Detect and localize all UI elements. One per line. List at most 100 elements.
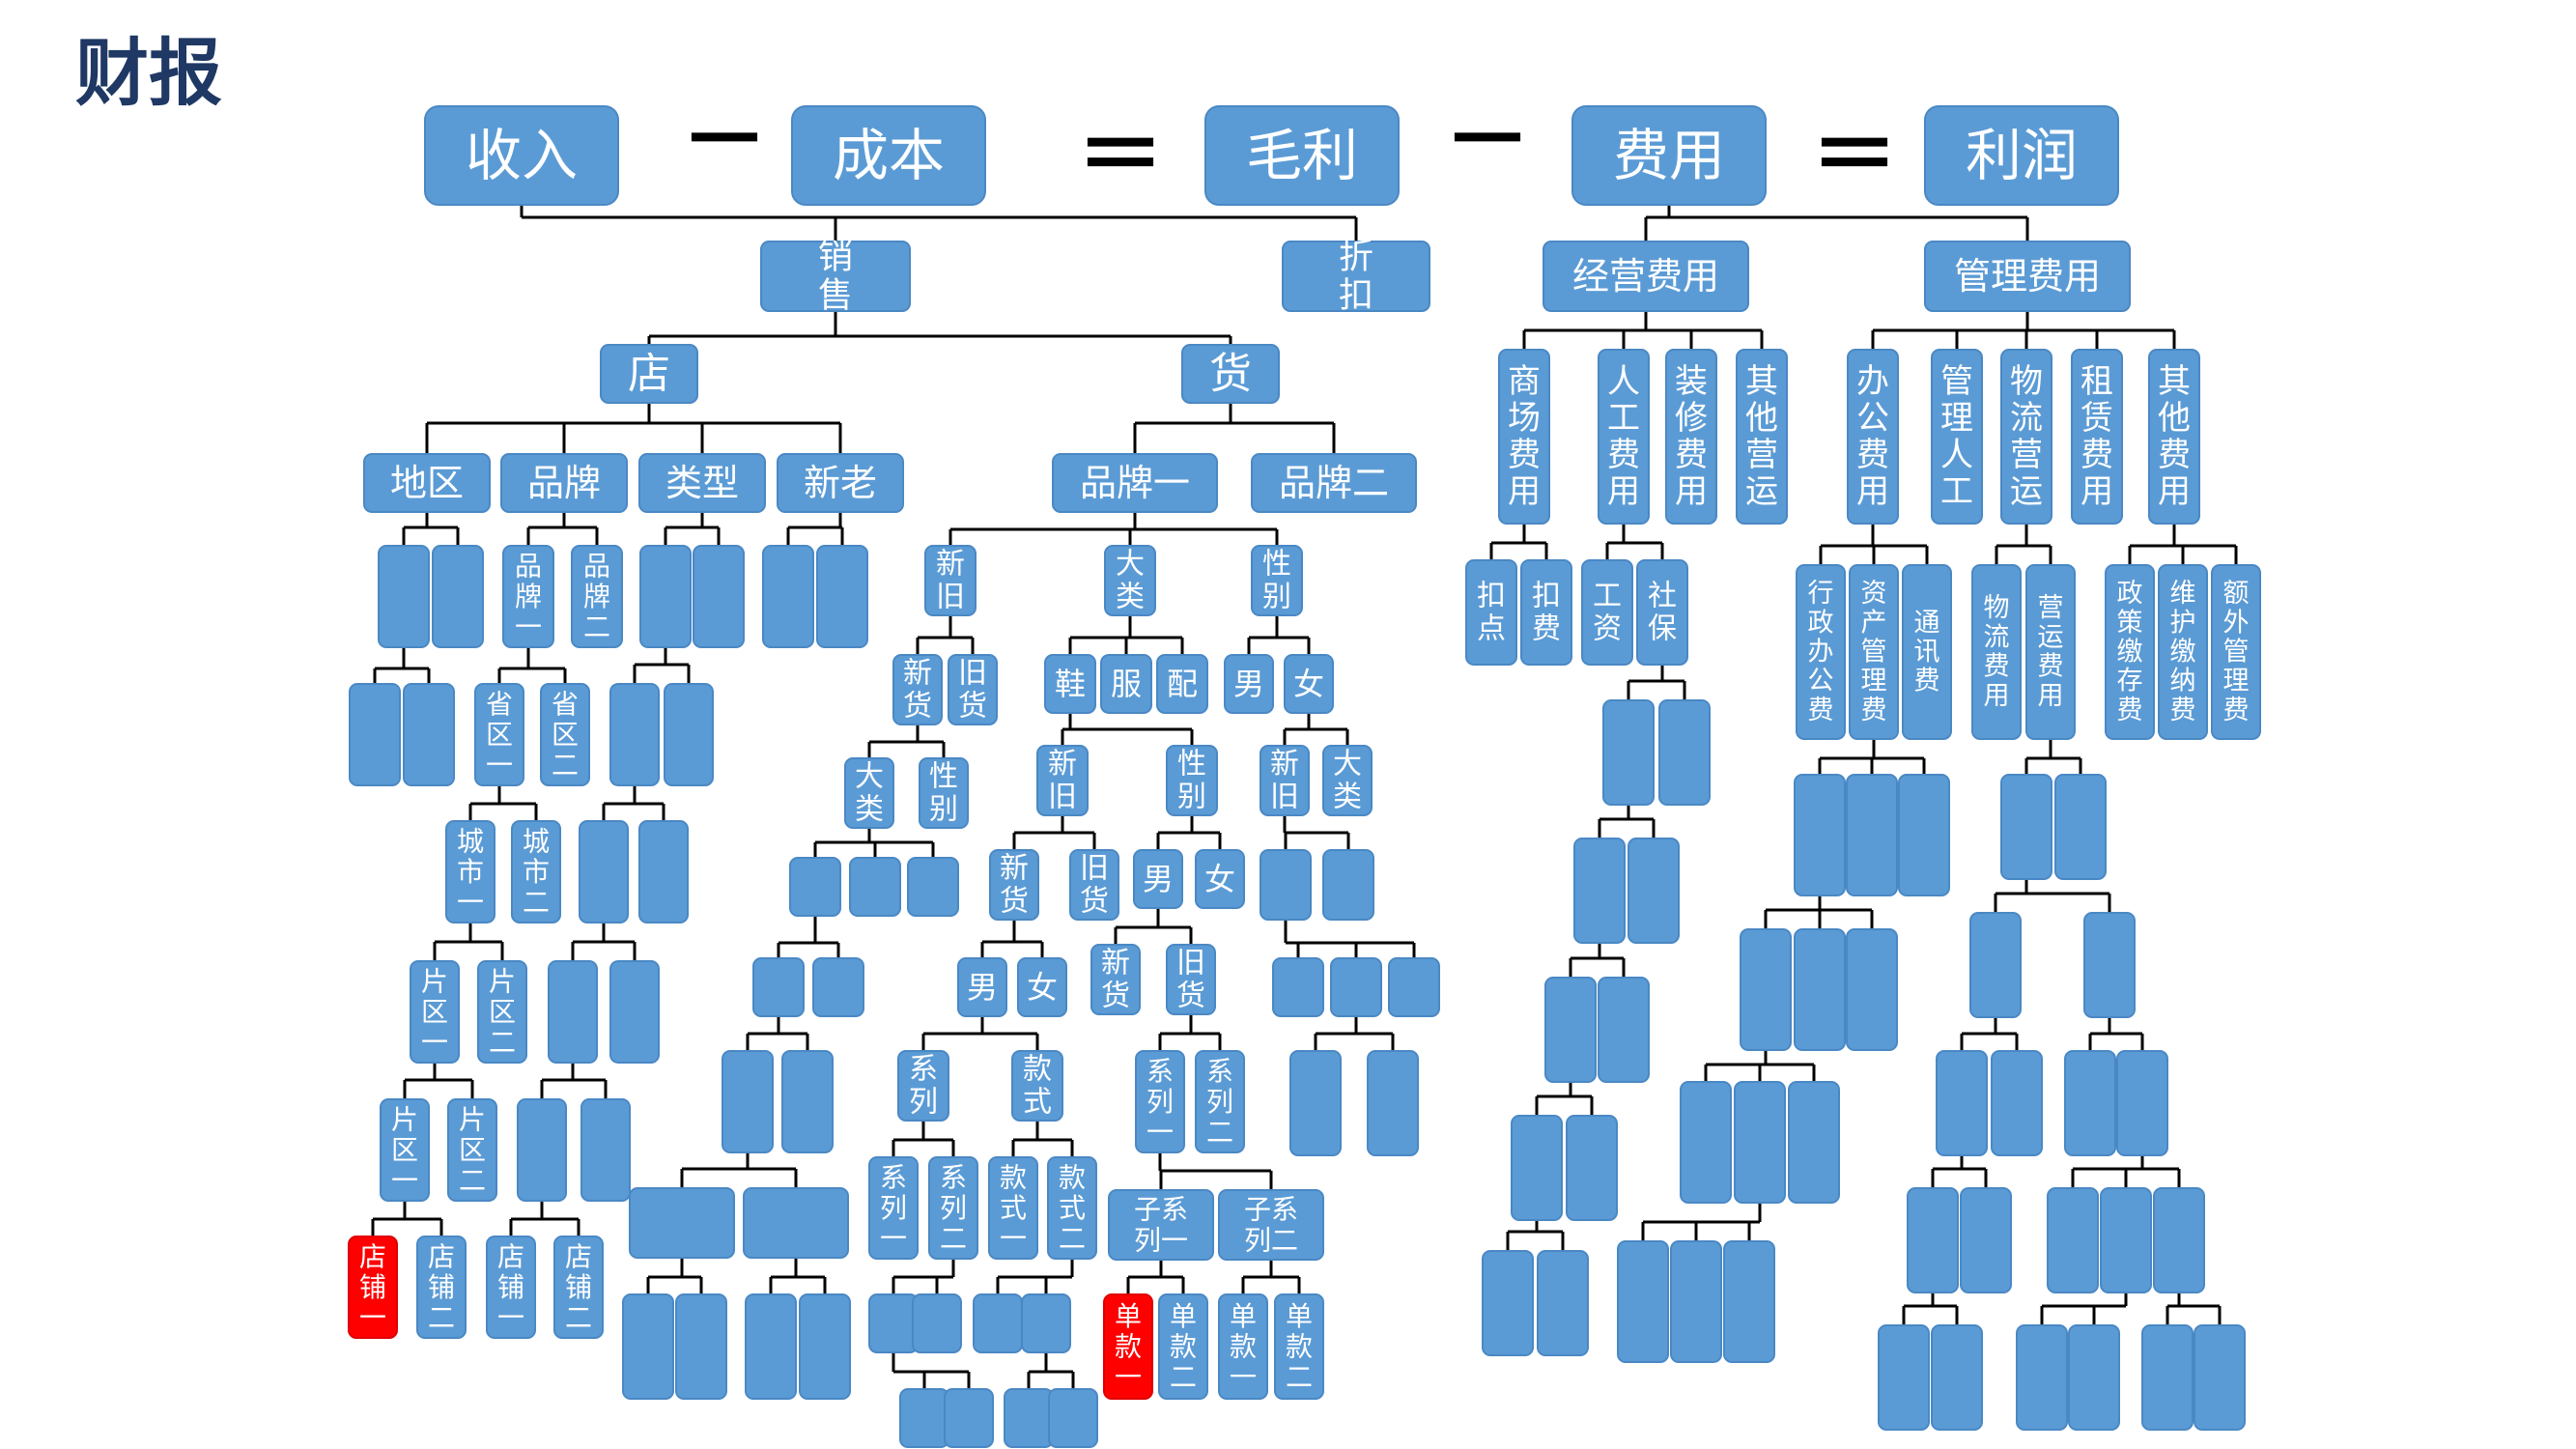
gender-node: 女	[1017, 957, 1067, 1017]
connector	[746, 1016, 809, 1051]
logistics-leaf-blank	[1936, 1050, 1988, 1156]
sex-sub-node-label-char: 旧	[1270, 780, 1299, 813]
store-brand-sub: 品牌一	[502, 545, 554, 648]
series-right-node-label-char: 列	[1146, 1086, 1174, 1118]
category-node-box	[1100, 654, 1152, 714]
logistics-leaf-blank-box	[2194, 1324, 2246, 1431]
newold-leaf-blank	[722, 1050, 774, 1153]
region-blank-box	[349, 683, 401, 786]
goods-dim-node-label-char: 性	[1262, 548, 1291, 582]
logistics-leaf-blank	[2000, 774, 2052, 880]
series-leaf-node-label-char: 式	[1059, 1192, 1086, 1224]
logistics-ops-node-label-char: 运	[2010, 472, 2043, 511]
series-leaf-node-label-char: 列	[940, 1192, 967, 1224]
connector	[509, 1201, 580, 1236]
other-sub-node-label-char: 费	[2170, 696, 2196, 725]
office-leaf-blank	[1680, 1081, 1732, 1204]
category-gender-node: 男	[1133, 849, 1183, 909]
connector	[646, 1258, 703, 1294]
office-leaf-blank	[1794, 774, 1846, 896]
newold-leaf-blank	[752, 957, 805, 1017]
operating-expense-node-box	[1543, 241, 1749, 312]
sex-leaf-blank	[1388, 957, 1440, 1017]
category-sub-node-label-char: 旧	[1048, 780, 1077, 813]
office-sub-node-label-char: 行	[1808, 579, 1834, 609]
category-node: 服	[1100, 654, 1152, 714]
office-leaf-blank	[1846, 774, 1898, 896]
newold-leaf-blank	[799, 1293, 851, 1400]
connector	[777, 916, 840, 958]
connector	[571, 923, 637, 961]
labor-leaf-blank-box	[1602, 699, 1655, 806]
region-blank-box	[403, 683, 455, 786]
category-sub-node: 性别	[1166, 745, 1218, 816]
office-sub-node-label-char: 通	[1914, 608, 1940, 638]
category-node-label: 配	[1167, 666, 1198, 702]
decoration-fee-node-label-char: 费	[1675, 436, 1708, 474]
term-profit-box	[1924, 105, 2119, 206]
other-sub-node-box	[2211, 564, 2261, 740]
labor-leaf-blank	[1511, 1115, 1563, 1221]
single-node: 单款二	[1158, 1293, 1208, 1400]
connector	[1506, 1220, 1565, 1251]
logistics-leaf-blank-box	[1936, 1050, 1988, 1156]
type-blank-box	[609, 683, 660, 786]
term-cost: 成本	[791, 105, 986, 206]
sex-sub-node: 大类	[1322, 745, 1373, 816]
logistics-leaf-blank	[2100, 1187, 2152, 1293]
category-node-label: 鞋	[1055, 666, 1086, 702]
other-ops-node-label-char: 他	[1745, 399, 1778, 438]
type-blank-box	[693, 545, 745, 648]
category-newold-node: 新货	[989, 849, 1039, 921]
district-node-label-char: 一	[421, 1026, 448, 1058]
page-title: 财报	[75, 30, 222, 116]
type-blank	[548, 960, 598, 1064]
store-dim-brand: 品牌	[500, 453, 628, 513]
store-brand-sub-label-char: 品	[515, 551, 542, 582]
sex-leaf-blank	[1367, 1050, 1419, 1156]
labor-fee-node-label-char: 用	[1607, 472, 1640, 511]
sales-node-box	[760, 241, 911, 312]
labor-leaf-blank	[1628, 838, 1680, 944]
shop-node-label-char: 铺	[428, 1271, 455, 1303]
newold-sub-node-label-char: 类	[855, 792, 884, 826]
district-node: 片区一	[410, 960, 460, 1064]
logistics-leaf-blank-box	[2054, 774, 2107, 880]
logistics-ops-node-label-char: 流	[2010, 399, 2043, 438]
category-sub-node-label-char: 性	[1177, 748, 1206, 781]
labor-leaf-blank	[1537, 1250, 1589, 1356]
logistics-leaf-blank-box	[1907, 1187, 1959, 1293]
decoration-fee-node-label-char: 用	[1675, 472, 1708, 511]
logistics-sub-node-label-char: 营	[2038, 593, 2064, 623]
series-leaf-node-label-char: 款	[1059, 1162, 1086, 1194]
category-gender-node-box	[1195, 849, 1245, 909]
office-sub-node-box	[1796, 564, 1846, 740]
store-brand-sub-label-char: 品	[583, 551, 610, 582]
newold-leaf-blank-box	[752, 957, 805, 1017]
admin-expense-node-label: 管理费用	[1954, 255, 2101, 298]
city-node-box	[511, 820, 561, 923]
mall-sub-node-label-char: 点	[1477, 611, 1506, 645]
labor-leaf-blank	[1482, 1250, 1534, 1356]
newold-leaf-blank	[789, 857, 841, 917]
logistics-leaf-blank	[2194, 1324, 2246, 1431]
type-blank-box	[638, 820, 689, 923]
sex-node-label: 女	[1293, 666, 1324, 702]
other-sub-node-label-char: 维	[2170, 579, 2196, 609]
series-leaf-node: 款式二	[1047, 1156, 1097, 1260]
admin-expense-node: 管理费用	[1924, 241, 2131, 312]
connector	[1133, 403, 1336, 454]
type-blank-box	[580, 1098, 631, 1202]
logistics-leaf-blank-box	[2064, 1050, 2116, 1156]
mall-sub-node-box	[1520, 559, 1572, 666]
sex-leaf-blank-box	[1367, 1050, 1419, 1156]
store-dim-region-label: 地区	[390, 462, 464, 504]
other-ops-node-label-char: 营	[1745, 436, 1778, 474]
office-leaf-blank	[1670, 1240, 1722, 1363]
gender-newold-node-box	[1090, 944, 1141, 1015]
office-leaf-blank-box	[1723, 1240, 1775, 1363]
